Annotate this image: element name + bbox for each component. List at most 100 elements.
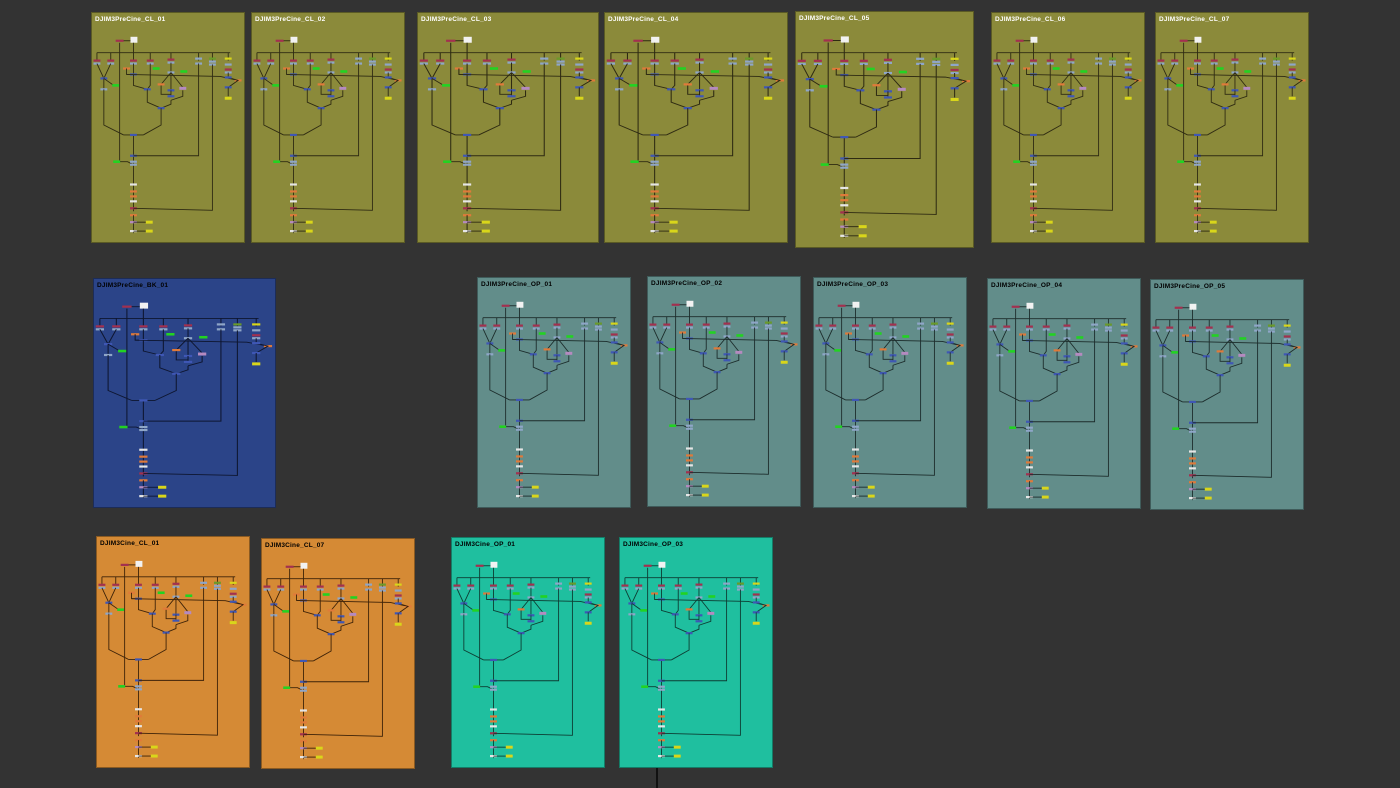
graph-node (669, 220, 678, 224)
graph-node (162, 607, 170, 610)
backdrop-cineop03[interactable]: DJIM3Cine_OP_03 (619, 537, 773, 768)
backdrop-cl05[interactable]: DJIM3PreCine_CL_05 (795, 11, 974, 248)
graph-node (813, 59, 822, 62)
backdrop-cinecl01[interactable]: DJIM3Cine_CL_01 (96, 536, 250, 768)
backdrop-cl07[interactable]: DJIM3PreCine_CL_07 (1155, 12, 1309, 243)
backdrop-label: DJIM3PreCine_CL_01 (95, 16, 166, 23)
graph-node (780, 340, 788, 343)
graph-node (229, 587, 237, 590)
backdrop-op04[interactable]: DJIM3PreCine_OP_04 (987, 278, 1141, 509)
graph-node (663, 323, 671, 326)
backdrop-cl06[interactable]: DJIM3PreCine_CL_06 (991, 12, 1145, 243)
graph-node (1000, 88, 1008, 91)
graph-node (172, 613, 180, 616)
backdrop-op02[interactable]: DJIM3PreCine_OP_02 (647, 276, 801, 507)
graph-node (224, 68, 232, 71)
backdrop-cl03[interactable]: DJIM3PreCine_CL_03 (417, 12, 599, 243)
graph-node (950, 57, 959, 60)
graph-node (105, 612, 113, 615)
graph-node (695, 95, 704, 98)
graph-node (252, 342, 261, 345)
graph-node (512, 592, 520, 595)
graph-node (135, 725, 142, 728)
graph-node (845, 332, 852, 335)
graph-node (805, 89, 814, 92)
graph-node (272, 84, 280, 87)
graph-node (1030, 195, 1037, 198)
graph-node (213, 584, 221, 587)
graph-node (840, 193, 849, 197)
graph-node (1152, 329, 1160, 332)
graph-node (610, 336, 618, 339)
graph-node (290, 160, 297, 163)
graph-node (1194, 163, 1201, 166)
graph-node (463, 190, 472, 193)
graph-node (516, 448, 523, 451)
graph-node (840, 166, 849, 169)
graph-node (852, 448, 859, 451)
graph-node (501, 304, 510, 307)
graph-node (565, 351, 573, 355)
node-tree (1152, 303, 1301, 501)
graph-node (516, 428, 523, 431)
graph-node (1189, 400, 1196, 404)
graph-node (650, 207, 659, 210)
backdrop-cinecl07[interactable]: DJIM3Cine_CL_07 (261, 538, 415, 769)
backdrop-label: DJIM3PreCine_OP_05 (1154, 283, 1226, 290)
graph-node (516, 479, 523, 482)
graph-node (1041, 495, 1049, 499)
backdrop-op01[interactable]: DJIM3PreCine_OP_01 (477, 277, 631, 508)
graph-node (540, 595, 548, 598)
graph-node (490, 746, 497, 749)
graph-node (312, 67, 320, 70)
graph-node (183, 324, 193, 327)
backdrop-cl04[interactable]: DJIM3PreCine_CL_04 (604, 12, 788, 243)
graph-node (764, 324, 772, 327)
graph-node (1043, 88, 1051, 91)
graph-node (1030, 200, 1037, 203)
graph-node (151, 586, 159, 589)
graph-node (628, 602, 636, 605)
backdrop-label: DJIM3PreCine_CL_04 (608, 16, 679, 23)
graph-node (635, 584, 643, 587)
graph-node (539, 611, 547, 615)
backdrop-op05[interactable]: DJIM3PreCine_OP_05 (1150, 279, 1304, 510)
graph-node (1194, 195, 1201, 198)
graph-node (1207, 88, 1215, 91)
graph-node (650, 163, 659, 166)
backdrop-cl01[interactable]: DJIM3PreCine_CL_01 (91, 12, 245, 243)
graph-node (820, 163, 829, 166)
graph-node (139, 455, 148, 458)
graph-node (993, 62, 1001, 65)
graph-node (1042, 325, 1050, 328)
graph-node (889, 323, 897, 326)
backdrop-label: DJIM3Cine_CL_01 (100, 540, 160, 547)
graph-node (584, 588, 592, 591)
graph-node (1026, 461, 1033, 464)
graph-node (527, 596, 535, 599)
graph-node (507, 58, 516, 61)
graph-node (290, 163, 297, 166)
graph-node (1057, 83, 1065, 86)
graph-node (946, 341, 954, 344)
graph-node (629, 84, 638, 87)
graph-node (1026, 473, 1033, 476)
graph-node (1012, 84, 1020, 87)
node-tree (606, 36, 785, 234)
graph-node (290, 190, 297, 193)
backdrop-cineop01[interactable]: DJIM3Cine_OP_01 (451, 537, 605, 768)
graph-node (858, 234, 867, 238)
backdrop-bk01[interactable]: DJIM3PreCine_BK_01 (93, 278, 276, 508)
graph-node (1080, 70, 1088, 73)
graph-node (521, 86, 530, 90)
backdrop-op03[interactable]: DJIM3PreCine_OP_03 (813, 277, 967, 508)
graph-node (950, 97, 959, 102)
graph-node (305, 220, 313, 224)
graph-node (130, 160, 137, 163)
graph-node (658, 725, 665, 728)
graph-node (300, 721, 307, 724)
graph-node (1194, 207, 1201, 210)
backdrop-cl02[interactable]: DJIM3PreCine_CL_02 (251, 12, 405, 243)
graph-node (384, 57, 392, 60)
graph-node (867, 485, 875, 489)
